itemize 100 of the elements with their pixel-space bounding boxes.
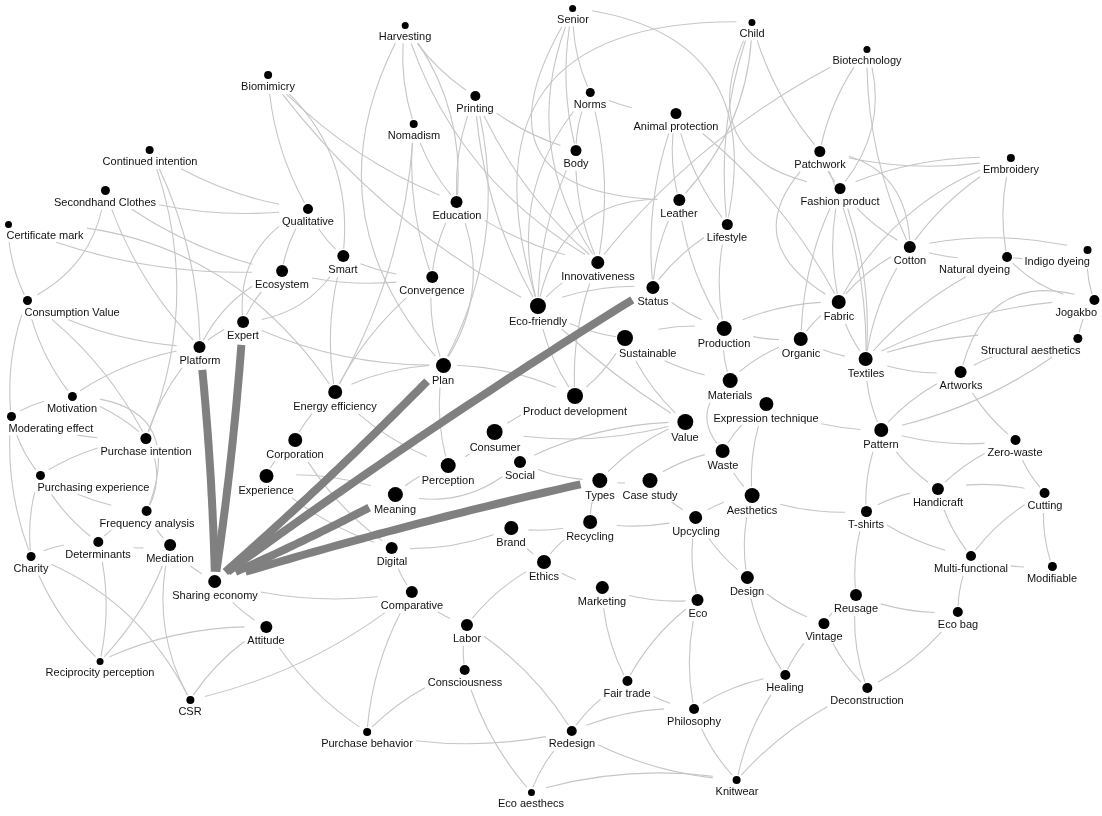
- link-line: [148, 168, 178, 433]
- link-line: [204, 612, 386, 698]
- link-line: [742, 301, 822, 321]
- link-line: [657, 236, 705, 281]
- keyword-label: Harvesting: [376, 29, 434, 43]
- link-line: [957, 575, 964, 607]
- link-line: [436, 611, 451, 620]
- link-line: [149, 457, 158, 506]
- keyword-label: Consumption Value: [22, 305, 122, 319]
- link-line: [410, 43, 586, 256]
- keyword-label: Determinants: [63, 548, 133, 561]
- keyword-label: Qualitative: [280, 215, 336, 228]
- thick-link-band: [233, 504, 371, 576]
- link-line: [895, 451, 929, 483]
- keyword-label: Secondhand Clothes: [51, 195, 159, 209]
- keyword-label: Handicraft: [910, 496, 966, 509]
- link-line: [36, 208, 103, 296]
- keyword-label: Fashion product: [798, 194, 882, 208]
- link-line: [561, 328, 672, 414]
- link-line: [603, 607, 625, 676]
- keyword-label: Product development: [521, 405, 629, 418]
- keyword-label: Modifiable: [1024, 571, 1080, 585]
- link-line: [298, 413, 313, 433]
- link-line: [729, 40, 808, 183]
- keyword-label: Cutting: [1025, 499, 1065, 512]
- link-line: [670, 500, 684, 511]
- link-line: [43, 544, 65, 552]
- link-line: [727, 424, 743, 444]
- link-line: [737, 694, 772, 776]
- link-line: [522, 425, 670, 440]
- link-line: [886, 365, 938, 374]
- link-line: [928, 252, 959, 259]
- link-line: [99, 398, 159, 506]
- link-line: [539, 198, 658, 298]
- keyword-label: Embroidery: [980, 163, 1042, 176]
- link-line: [740, 706, 828, 776]
- link-line: [565, 25, 575, 145]
- link-line: [880, 301, 1053, 352]
- link-line: [527, 110, 574, 298]
- keyword-label: Design: [727, 584, 767, 598]
- link-line: [708, 537, 739, 571]
- link-line: [572, 25, 589, 88]
- link-line: [743, 516, 748, 571]
- link-line: [311, 277, 397, 284]
- link-line: [207, 329, 225, 341]
- keyword-label: Artworks: [937, 379, 985, 392]
- keyword-label: Ethics: [527, 570, 561, 583]
- link-line: [664, 360, 706, 376]
- link-line: [573, 282, 591, 388]
- link-line: [329, 276, 339, 385]
- link-line: [462, 645, 465, 665]
- keyword-label: Norms: [571, 97, 609, 111]
- keyword-label: Types: [583, 488, 617, 502]
- link-line: [880, 603, 936, 614]
- keyword-label: Indigo dyeing: [1022, 255, 1092, 268]
- keyword-label: Textiles: [845, 367, 887, 380]
- keyword-label: Consumer: [467, 441, 523, 454]
- keyword-label: Fair trade: [601, 687, 653, 700]
- link-line: [241, 225, 280, 316]
- link-line: [671, 132, 678, 194]
- link-line: [470, 689, 528, 789]
- link-line: [779, 503, 846, 513]
- link-line: [635, 360, 676, 414]
- link-line: [650, 132, 670, 281]
- link-line: [162, 565, 188, 696]
- keyword-label: Jogakbo: [1053, 306, 1099, 319]
- link-line: [877, 631, 943, 683]
- keyword-label: Reusage: [832, 602, 880, 615]
- keyword-label: Charity: [11, 561, 51, 575]
- keyword-label: Perception: [419, 473, 477, 487]
- link-line: [607, 428, 669, 473]
- link-line: [132, 547, 144, 549]
- link-line: [432, 222, 447, 271]
- keyword-label: Animal protection: [631, 119, 721, 133]
- link-line: [48, 447, 99, 471]
- keyword-label: Vintage: [803, 629, 845, 643]
- keyword-label: T-shirts: [845, 517, 887, 531]
- keyword-label: Pattern: [861, 438, 901, 451]
- link-line: [752, 336, 780, 341]
- link-line: [707, 501, 725, 511]
- link-line: [307, 461, 383, 542]
- link-line: [723, 39, 747, 218]
- link-line: [591, 10, 735, 218]
- keyword-label: Energy efficiency: [291, 400, 379, 413]
- keyword-label: Nomadism: [385, 129, 443, 142]
- link-line: [589, 499, 594, 515]
- keyword-label: Structural aesthetics: [978, 343, 1083, 357]
- link-line: [616, 522, 670, 527]
- keyword-label: Labor: [450, 632, 484, 645]
- link-line: [944, 452, 986, 483]
- link-line: [180, 168, 280, 205]
- link-line: [820, 66, 855, 146]
- keyword-label: Reciprocity perception: [43, 665, 157, 679]
- link-line: [872, 276, 967, 352]
- link-line: [404, 475, 421, 487]
- link-line: [844, 323, 861, 352]
- link-line: [914, 176, 981, 241]
- link-line: [733, 472, 745, 488]
- keyword-label: Aesthetics: [724, 503, 780, 517]
- keyword-label: Status: [635, 294, 671, 308]
